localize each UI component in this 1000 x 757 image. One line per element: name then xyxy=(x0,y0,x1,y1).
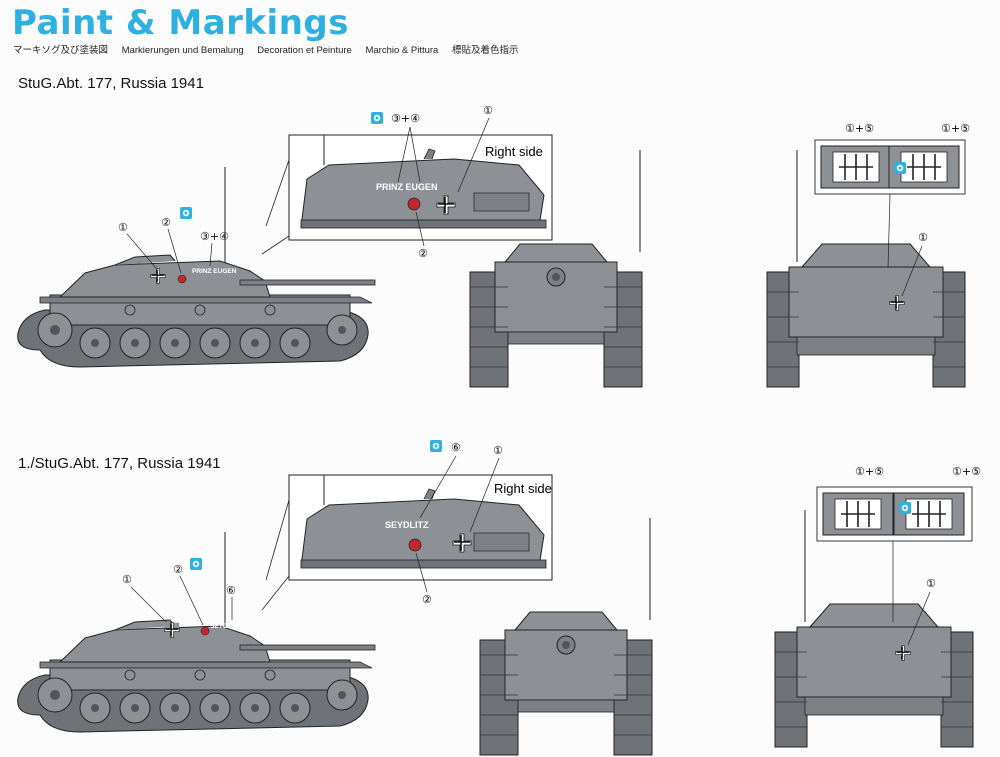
cross-inset-2 xyxy=(452,533,472,553)
callout-name-2: ⑥ xyxy=(226,584,236,597)
callout-plate-2b: ①+⑤ xyxy=(952,465,981,478)
vehicle-name-side-2: SEYDLITZ xyxy=(210,623,241,630)
callout-plate-2a: ①+⑤ xyxy=(855,465,884,478)
vehicle-name-inset-2: SEYDLITZ xyxy=(385,520,429,530)
cross-inset-1 xyxy=(436,195,456,215)
subtitle-fr: Decoration et Peinture xyxy=(257,45,352,56)
callout-emblem-1: ② xyxy=(161,216,171,229)
right-side-label-1: Right side xyxy=(485,144,543,159)
callout-inset-name-1: ③+④ xyxy=(391,112,420,125)
callout-inset-name-2: ⑥ xyxy=(451,441,461,454)
callout-inset-emblem-1: ② xyxy=(418,247,428,260)
vehicle-name-inset-1: PRINZ EUGEN xyxy=(376,182,438,192)
scheme-2-side-view: SEYDLITZ xyxy=(17,531,376,733)
callout-name-1: ③+④ xyxy=(200,230,229,243)
subtitle-jp: マーキソグ及び塗装図 xyxy=(13,45,109,56)
decal-icon-1b xyxy=(371,112,383,124)
callout-rear-cross-1: ① xyxy=(918,231,928,244)
scheme-1-rear-view: ①+⑤ ①+⑤ ① xyxy=(766,122,970,388)
callout-rear-cross-2: ① xyxy=(926,577,936,590)
right-side-label-2: Right side xyxy=(494,481,552,496)
callout-inset-cross-1: ① xyxy=(483,104,493,117)
callout-cross-2: ① xyxy=(122,573,132,586)
decal-icon-2b xyxy=(430,440,442,452)
scheme-1-side-view: PRINZ EUGEN xyxy=(17,166,376,368)
subtitle-cn: 標貼及着色指示 xyxy=(451,45,519,56)
page-title: Paint & Markings xyxy=(12,3,349,43)
subtitle-it: Marchio & Pittura xyxy=(365,45,439,56)
subtitle-de: Markierungen und Bemalung xyxy=(121,45,244,56)
callout-plate-1a: ①+⑤ xyxy=(845,122,874,135)
callout-inset-cross-2: ① xyxy=(493,444,503,457)
emblem-red-1 xyxy=(177,274,187,284)
scheme-1-title: StuG.Abt. 177, Russia 1941 xyxy=(18,75,204,92)
callout-plate-1b: ①+⑤ xyxy=(941,122,970,135)
subtitle-languages: マーキソグ及び塗装図 Markierungen und Bemalung Dec… xyxy=(13,42,530,56)
callout-emblem-2: ② xyxy=(173,563,183,576)
scheme-1-inset: Right side PRINZ EUGEN ③+④ ① ② xyxy=(261,104,553,260)
scheme-2-rear-view: ①+⑤ ①+⑤ ① xyxy=(774,465,981,748)
scheme-2-title: 1./StuG.Abt. 177, Russia 1941 xyxy=(18,455,221,472)
decal-icon-2a xyxy=(190,558,202,570)
scheme-1-callouts: ① ② ③+④ xyxy=(118,207,229,274)
callout-inset-emblem-2: ② xyxy=(422,593,432,606)
scheme-2-callouts: ① ② ⑥ xyxy=(122,558,236,626)
decal-icon-1a xyxy=(180,207,192,219)
scheme-2-inset: Right side SEYDLITZ ⑥ ① ② xyxy=(261,440,553,611)
vehicle-name-side-1: PRINZ EUGEN xyxy=(192,268,237,275)
callout-cross-1: ① xyxy=(118,221,128,234)
